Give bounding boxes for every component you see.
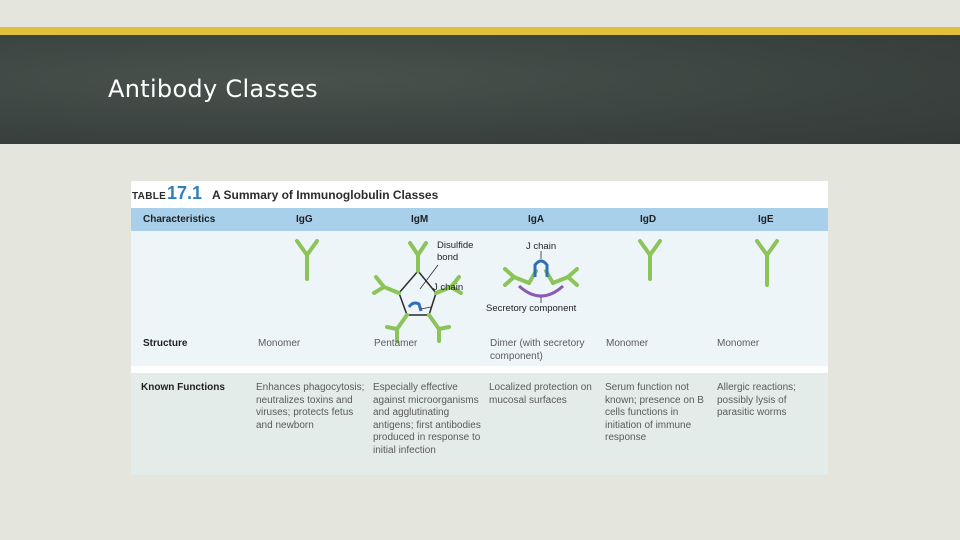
functions-label: Known Functions xyxy=(141,382,225,393)
iga-function: Localized protection on mucosal surfaces xyxy=(489,382,592,406)
table-title: A Summary of Immunoglobulin Classes xyxy=(212,188,439,202)
slide-title: Antibody Classes xyxy=(108,75,318,103)
table-number: 17.1 xyxy=(167,183,203,203)
slide-header xyxy=(0,35,960,144)
ige-function: Allergic reactions; possibly lysis of pa… xyxy=(717,382,796,418)
table-caption: TABLE 17.1 A Summary of Immunoglobulin C… xyxy=(131,181,828,208)
structure-row xyxy=(131,231,828,366)
j-chain-igm-label: J chain xyxy=(433,282,463,293)
header-igd: IgD xyxy=(640,214,657,225)
table-label: TABLE xyxy=(132,191,167,202)
igg-structure: Monomer xyxy=(258,338,301,349)
iga-dimer-icon: J chain Secretory component xyxy=(486,241,579,314)
ige-structure: Monomer xyxy=(717,338,760,349)
ige-monomer-icon xyxy=(755,239,779,287)
igd-structure: Monomer xyxy=(606,338,649,349)
igd-function: Serum function not known; presence on B … xyxy=(605,382,704,443)
table-header-row: Characteristics IgG IgM IgA IgD IgE xyxy=(131,208,828,231)
igm-structure: Pentamer xyxy=(374,338,418,349)
row-divider xyxy=(131,366,828,373)
header-igg: IgG xyxy=(296,214,313,225)
header-iga: IgA xyxy=(528,214,545,225)
j-chain-iga-label: J chain xyxy=(526,241,556,252)
igg-monomer-icon xyxy=(295,239,319,281)
igm-pentamer-icon: Disulfide bond J chain xyxy=(372,240,473,343)
header-ige: IgE xyxy=(758,214,774,225)
accent-bar xyxy=(0,27,960,35)
igd-monomer-icon xyxy=(638,239,662,281)
immunoglobulin-table: TABLE 17.1 A Summary of Immunoglobulin C… xyxy=(131,181,828,475)
secretory-component-label: Secretory component xyxy=(486,303,577,314)
header-characteristics: Characteristics xyxy=(143,214,216,225)
disulfide-label-1: Disulfide xyxy=(437,240,473,251)
structure-label: Structure xyxy=(143,338,188,349)
igm-function: Especially effective against microorgani… xyxy=(373,382,481,456)
igg-function: Enhances phagocytosis; neutralizes toxin… xyxy=(256,382,365,431)
iga-structure: Dimer (with secretory component) xyxy=(490,338,585,362)
disulfide-label-2: bond xyxy=(437,252,458,263)
header-igm: IgM xyxy=(411,214,429,225)
antibody-structures-diagram: Disulfide bond J chain J chain Secretory… xyxy=(295,239,779,343)
functions-row xyxy=(131,373,828,475)
